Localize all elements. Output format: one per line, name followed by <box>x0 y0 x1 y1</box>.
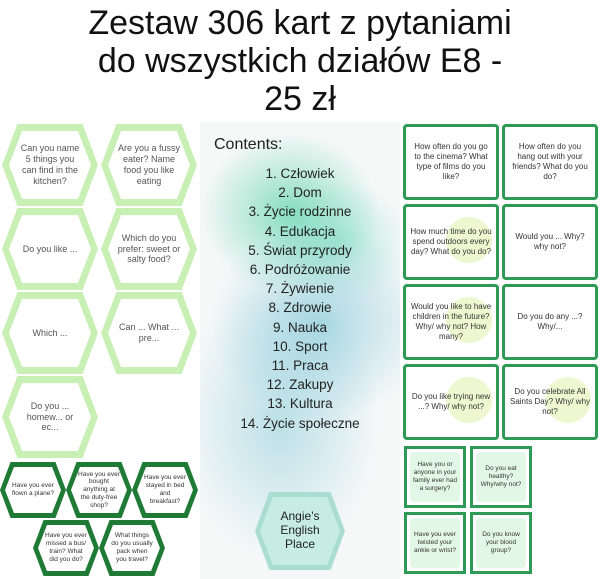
contents-item: 14. Życie społeczne <box>240 415 360 431</box>
question-card: Do you like trying new ...? Why/ why not… <box>403 364 499 440</box>
bg-hex-card: Which ... <box>2 292 98 374</box>
question-card: Would you like to have children in the f… <box>403 284 499 360</box>
travel-hex-card: Have you ever flown a plane? <box>0 462 66 518</box>
contents-item: 13. Kultura <box>267 396 333 412</box>
bg-hex-card: Can you name 5 things you can find in th… <box>2 124 98 206</box>
bg-hex-card: Which do you prefer: sweet or salty food… <box>101 208 197 290</box>
contents-item: 8. Zdrowie <box>268 300 332 316</box>
contents-item: 3. Życie rodzinne <box>248 204 352 220</box>
contents-item: 9. Nauka <box>272 319 328 335</box>
question-card: How much time do you spend outdoors ever… <box>403 204 499 280</box>
question-card: Would you ... Why? why not? <box>502 204 598 280</box>
travel-hex-card: Have you ever stayed in bed and breakfas… <box>132 462 198 518</box>
health-card: Have you ever twisted your ankle or wris… <box>404 512 466 574</box>
contents-item: 10. Sport <box>272 338 328 354</box>
travel-hex-card: What things do you usually pack when you… <box>99 520 165 576</box>
contents-item: 1. Człowiek <box>265 166 335 181</box>
contents-item: 5. Świat przyrody <box>248 242 352 258</box>
health-card: Do you eat healthy? Why/why not? <box>470 446 532 508</box>
bg-hex-card: Do you ... homew... or ec... <box>2 376 98 458</box>
question-card: Do you celebrate All Saints Day? Why/ wh… <box>502 364 598 440</box>
question-card: How often do you hang out with your frie… <box>502 124 598 200</box>
question-card: Do you do any ...? Why/... <box>502 284 598 360</box>
promo-title: Zestaw 306 kart z pytaniami do wszystkic… <box>88 4 512 118</box>
contents-item: 4. Edukacja <box>264 223 336 239</box>
contents-item: 11. Praca <box>271 358 329 374</box>
bg-hex-card: Are you a fussy eater? Name food you lik… <box>101 124 197 206</box>
travel-hex-card: Have you ever bought anything at the dut… <box>66 462 132 518</box>
brand-logo: Angie's English Place <box>255 492 345 570</box>
title-band <box>40 2 560 120</box>
contents-item: 7. Żywienie <box>265 281 335 297</box>
travel-hex-card: Have you ever missed a bus/ train? What … <box>33 520 99 576</box>
bg-hex-card: Do you like ... <box>2 208 98 290</box>
contents-item: 2. Dom <box>278 185 322 201</box>
bg-hex-card: Can ... What ... pre... <box>101 292 197 374</box>
contents-item: 12. Zakupy <box>266 377 334 393</box>
contents-document: Contents: 1. Człowiek 2. Dom 3. Życie ro… <box>200 122 400 579</box>
health-card: Do you know your blood group? <box>470 512 532 574</box>
contents-heading: Contents: <box>214 136 283 153</box>
question-card: How often do you go to the cinema? What … <box>403 124 499 200</box>
health-card: Have you or anyone in your family ever h… <box>404 446 466 508</box>
contents-list: 1. Człowiek 2. Dom 3. Życie rodzinne 4. … <box>200 164 400 433</box>
contents-item: 6. Podróżowanie <box>249 262 351 278</box>
